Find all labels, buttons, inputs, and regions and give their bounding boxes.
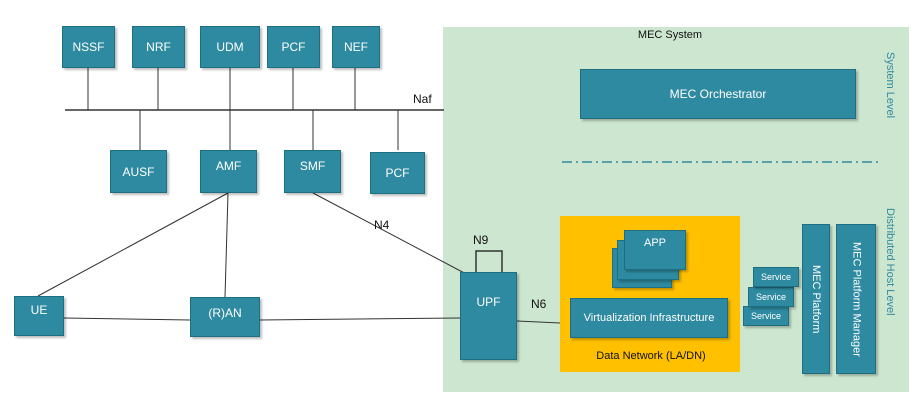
nssf-box: NSSF [62,26,115,68]
data-network-label: Data Network (LA/DN) [596,350,706,362]
system-level-label: System Level [884,52,896,119]
nef-box: NEF [332,26,380,68]
mec-platform-manager-box: MEC Platform Manager [836,224,876,374]
upf-box: UPF [460,272,517,360]
ue-box: UE [14,296,64,336]
service-box: Service [748,287,794,307]
mec-system-title: MEC System [637,29,703,41]
ausf-box: AUSF [110,150,167,193]
virtualization-infrastructure-box: Virtualization Infrastructure [570,298,728,338]
n6-label: N6 [531,297,547,311]
n4-label: N4 [374,218,390,232]
mec-platform-label: MEC Platform [810,264,822,334]
udm-box: UDM [200,26,260,68]
n9-label: N9 [473,233,489,247]
smf-box: SMF [284,150,341,193]
mec-platform-box: MEC Platform [802,224,830,374]
service-box: Service [753,267,799,287]
pcf-box: PCF [267,26,320,68]
mec-platform-manager-label: MEC Platform Manager [850,241,863,357]
mec-orchestrator-box: MEC Orchestrator [580,69,856,119]
naf-label: Naf [413,92,432,106]
host-level-label: Distributed Host Level [884,208,896,316]
service-box: Service [743,306,789,326]
nrf-box: NRF [132,26,185,68]
pcf-box-lower: PCF [370,152,425,194]
ran-box: (R)AN [190,297,260,337]
app-box: APP [624,230,686,270]
amf-box: AMF [200,150,257,193]
